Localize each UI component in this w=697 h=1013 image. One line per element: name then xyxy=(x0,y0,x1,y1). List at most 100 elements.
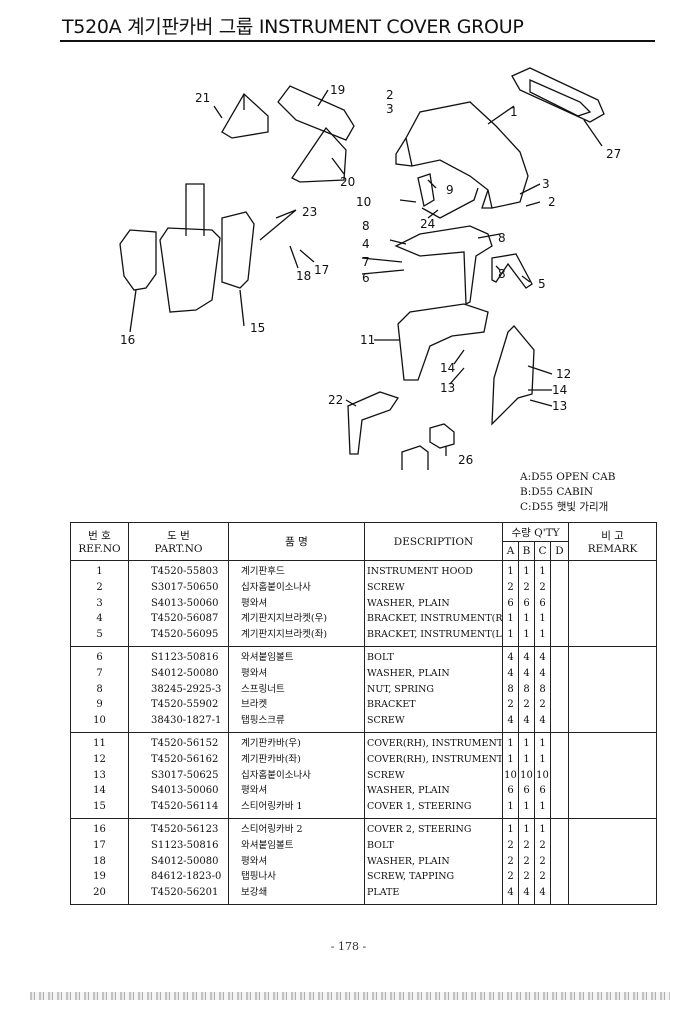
table-cell: 1 xyxy=(523,566,530,577)
table-cell: S3017-50625 xyxy=(151,769,219,781)
part-4-bracket xyxy=(394,225,493,306)
table-cell: 2 xyxy=(523,699,530,711)
table-cell: 1 xyxy=(507,801,514,813)
table-cell: 2 xyxy=(539,871,546,883)
table-cell: 12 xyxy=(93,753,106,765)
table-cell: BRACKET, INSTRUMENT(LH) xyxy=(367,629,502,641)
model-legend: A:D55 OPEN CAB B:D55 CABIN C:D55 햇빛 가리개 xyxy=(520,470,615,515)
part-9-bracket xyxy=(417,173,435,208)
table-cell: S1123-50816 xyxy=(151,651,219,663)
page-number: - 178 - xyxy=(330,940,367,953)
cell-empty xyxy=(568,560,658,647)
scan-artifact xyxy=(30,992,670,1000)
table-cell: S4013-50060 xyxy=(151,597,219,609)
table-cell: S3017-50650 xyxy=(151,581,219,593)
table-cell: 6 xyxy=(523,597,530,609)
callout-11: 11 xyxy=(360,333,375,347)
header-name-ko: 품 명 xyxy=(228,522,365,561)
table-cell: 1 xyxy=(507,737,514,749)
part-22-shape xyxy=(291,126,347,183)
cell-empty xyxy=(568,817,658,905)
table-cell: 2 xyxy=(539,839,546,851)
header-qty-c: C xyxy=(534,541,551,561)
part-12-cover xyxy=(491,325,535,426)
part-21-shape xyxy=(277,85,355,141)
callout-3a: 3 xyxy=(386,102,394,116)
part-23-shape xyxy=(221,92,269,139)
table-cell: COVER(RH), INSTRUMENT xyxy=(367,737,502,749)
table-cell: 1 xyxy=(539,737,546,749)
table-cell: 15 xyxy=(93,801,106,813)
table-cell: T4520-55803 xyxy=(151,566,219,577)
callout-27: 27 xyxy=(606,147,621,161)
table-cell: 보강쇄 xyxy=(241,887,268,899)
callout-18: 18 xyxy=(296,269,311,283)
table-cell: 4 xyxy=(507,651,514,663)
table-cell: 10 xyxy=(536,769,549,781)
table-cell: BRACKET, INSTRUMENT(RH) xyxy=(367,613,502,625)
table-cell: 4 xyxy=(523,887,530,899)
table-cell: 스프링너트 xyxy=(241,683,285,695)
callout-12: 12 xyxy=(556,367,571,381)
table-cell: S4012-50080 xyxy=(151,667,219,679)
part-16-cover xyxy=(119,229,157,291)
callout-1: 1 xyxy=(510,105,518,119)
exploded-parts-diagram: 21 19 20 2 3 1 27 3 2 9 10 24 8 4 8 7 6 … xyxy=(119,67,621,470)
table-cell: T4520-56087 xyxy=(151,613,219,625)
table-cell: 1 xyxy=(507,823,514,835)
callout-8a: 8 xyxy=(362,219,370,233)
table-cell: T4520-56095 xyxy=(151,629,219,641)
table-cell: S4012-50080 xyxy=(151,855,219,867)
table-cell: SCREW xyxy=(367,769,405,781)
table-cell: 4 xyxy=(523,651,530,663)
table-cell: 계기판지지브라켓(우) xyxy=(241,613,328,625)
table-cell: 10 xyxy=(520,769,533,781)
table-cell: BOLT xyxy=(367,839,394,851)
table-cell: 1 xyxy=(539,823,546,835)
header-qty: 수량 Q'TY xyxy=(501,522,570,542)
table-cell: 6 xyxy=(539,597,546,609)
callout-10: 10 xyxy=(356,195,371,209)
table-cell: PLATE xyxy=(367,887,400,899)
table-cell: 1 xyxy=(507,629,514,641)
table-cell: 2 xyxy=(507,855,514,867)
table-cell: COVER(RH), INSTRUMENT xyxy=(367,753,502,765)
table-cell: 2 xyxy=(507,871,514,883)
table-cell: 2 xyxy=(96,581,103,593)
table-cell: 4 xyxy=(539,715,546,727)
table-cell: 4 xyxy=(523,667,530,679)
callout-13a: 13 xyxy=(440,381,455,395)
table-cell: 2 xyxy=(523,855,530,867)
table-cell: 7 xyxy=(96,667,103,679)
page-title: T520A 계기판카버 그룹 INSTRUMENT COVER GROUP xyxy=(62,16,524,38)
table-cell: WASHER, PLAIN xyxy=(367,855,450,867)
callout-16: 16 xyxy=(120,333,135,347)
table-cell: 5 xyxy=(96,629,103,641)
table-cell: 14 xyxy=(93,785,106,797)
part-11-cover xyxy=(397,303,489,381)
callout-6: 6 xyxy=(362,271,370,285)
table-cell: 11 xyxy=(93,737,106,749)
table-cell: 4 xyxy=(539,651,546,663)
legend-b: B:D55 CABIN xyxy=(520,486,594,498)
table-cell: WASHER, PLAIN xyxy=(367,597,450,609)
table-cell: 1 xyxy=(523,823,530,835)
table-cell: 와셔붙임볼트 xyxy=(241,651,294,663)
table-cell: 8 xyxy=(539,683,546,695)
table-cell: S4013-50060 xyxy=(151,785,219,797)
table-cell: 2 xyxy=(523,581,530,593)
